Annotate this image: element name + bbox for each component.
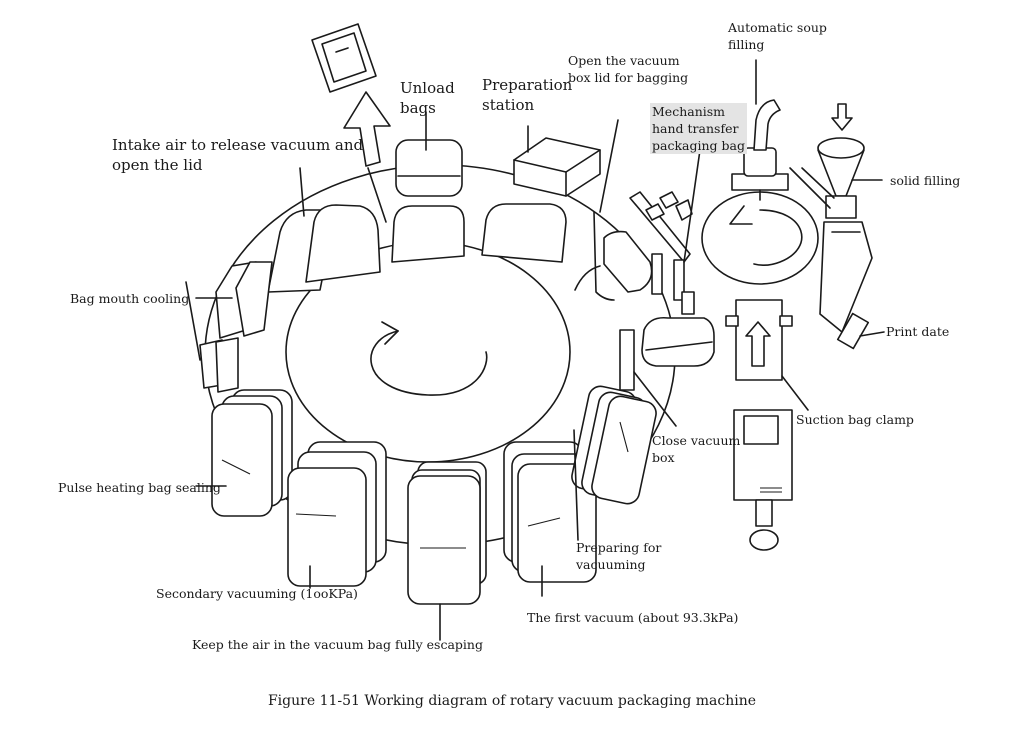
unloaded-bag-icon	[311, 23, 377, 93]
label-intake-air: Intake air to release vacuum and open th…	[112, 136, 364, 174]
label-preparing-for-vacuuming: Preparing for vacuuming	[576, 540, 662, 572]
label-bag-mouth-cooling: Bag mouth cooling	[70, 291, 190, 306]
unload-arrow-icon	[343, 91, 391, 223]
leader-lines	[185, 167, 885, 641]
figure-caption: Figure 11-51 Working diagram of rotary v…	[267, 693, 757, 709]
label-first-vacuum: The first vacuum (about 93.3kPa)	[527, 610, 739, 625]
air-escaping-pod	[407, 461, 487, 605]
pulse-heating-pod	[211, 389, 293, 517]
label-print-date: Print date	[886, 324, 950, 339]
suction-pump	[733, 409, 793, 551]
rotation-arrow-icon	[370, 321, 488, 396]
label-mechanism-hand-transfer: Mechanism hand transfer packaging bag	[650, 103, 747, 154]
label-solid-filling: solid filling	[890, 173, 961, 188]
label-secondary-vacuuming: Secondary vacuuming (1ooKPa)	[156, 586, 358, 601]
date-printer	[819, 221, 873, 350]
close-vacuum-box-post	[619, 329, 677, 427]
bag-transfer-block	[641, 316, 715, 367]
filling-turntable	[701, 191, 819, 285]
label-open-vacuum-box-lid: Open the vacuum box lid for bagging	[568, 53, 689, 85]
label-preparation-station: Preparation station	[482, 76, 573, 114]
label-automatic-soup-filling: Automatic soup filling	[728, 20, 827, 52]
label-keep-air: Keep the air in the vacuum bag fully esc…	[192, 637, 483, 652]
mechanism-hand	[629, 149, 701, 315]
soup-filling-nozzle	[731, 59, 789, 201]
open-lid-block	[593, 119, 653, 301]
solid-filling-hopper	[789, 103, 865, 219]
label-pulse-heating: Pulse heating bag sealing	[58, 480, 221, 495]
unload-bag-block	[395, 111, 463, 197]
suction-clamp	[725, 299, 793, 381]
secondary-vacuum-pod	[287, 441, 387, 587]
label-unload-bags: Unload bags	[400, 79, 455, 117]
bag-mouth-cooling-station	[199, 261, 273, 393]
back-stations	[267, 203, 601, 293]
label-close-vacuum-box: Close vacuum box	[652, 433, 741, 465]
preparation-station-block	[513, 125, 601, 197]
preparing-vacuum-pod	[571, 385, 657, 505]
label-suction-bag-clamp: Suction bag clamp	[796, 412, 914, 427]
